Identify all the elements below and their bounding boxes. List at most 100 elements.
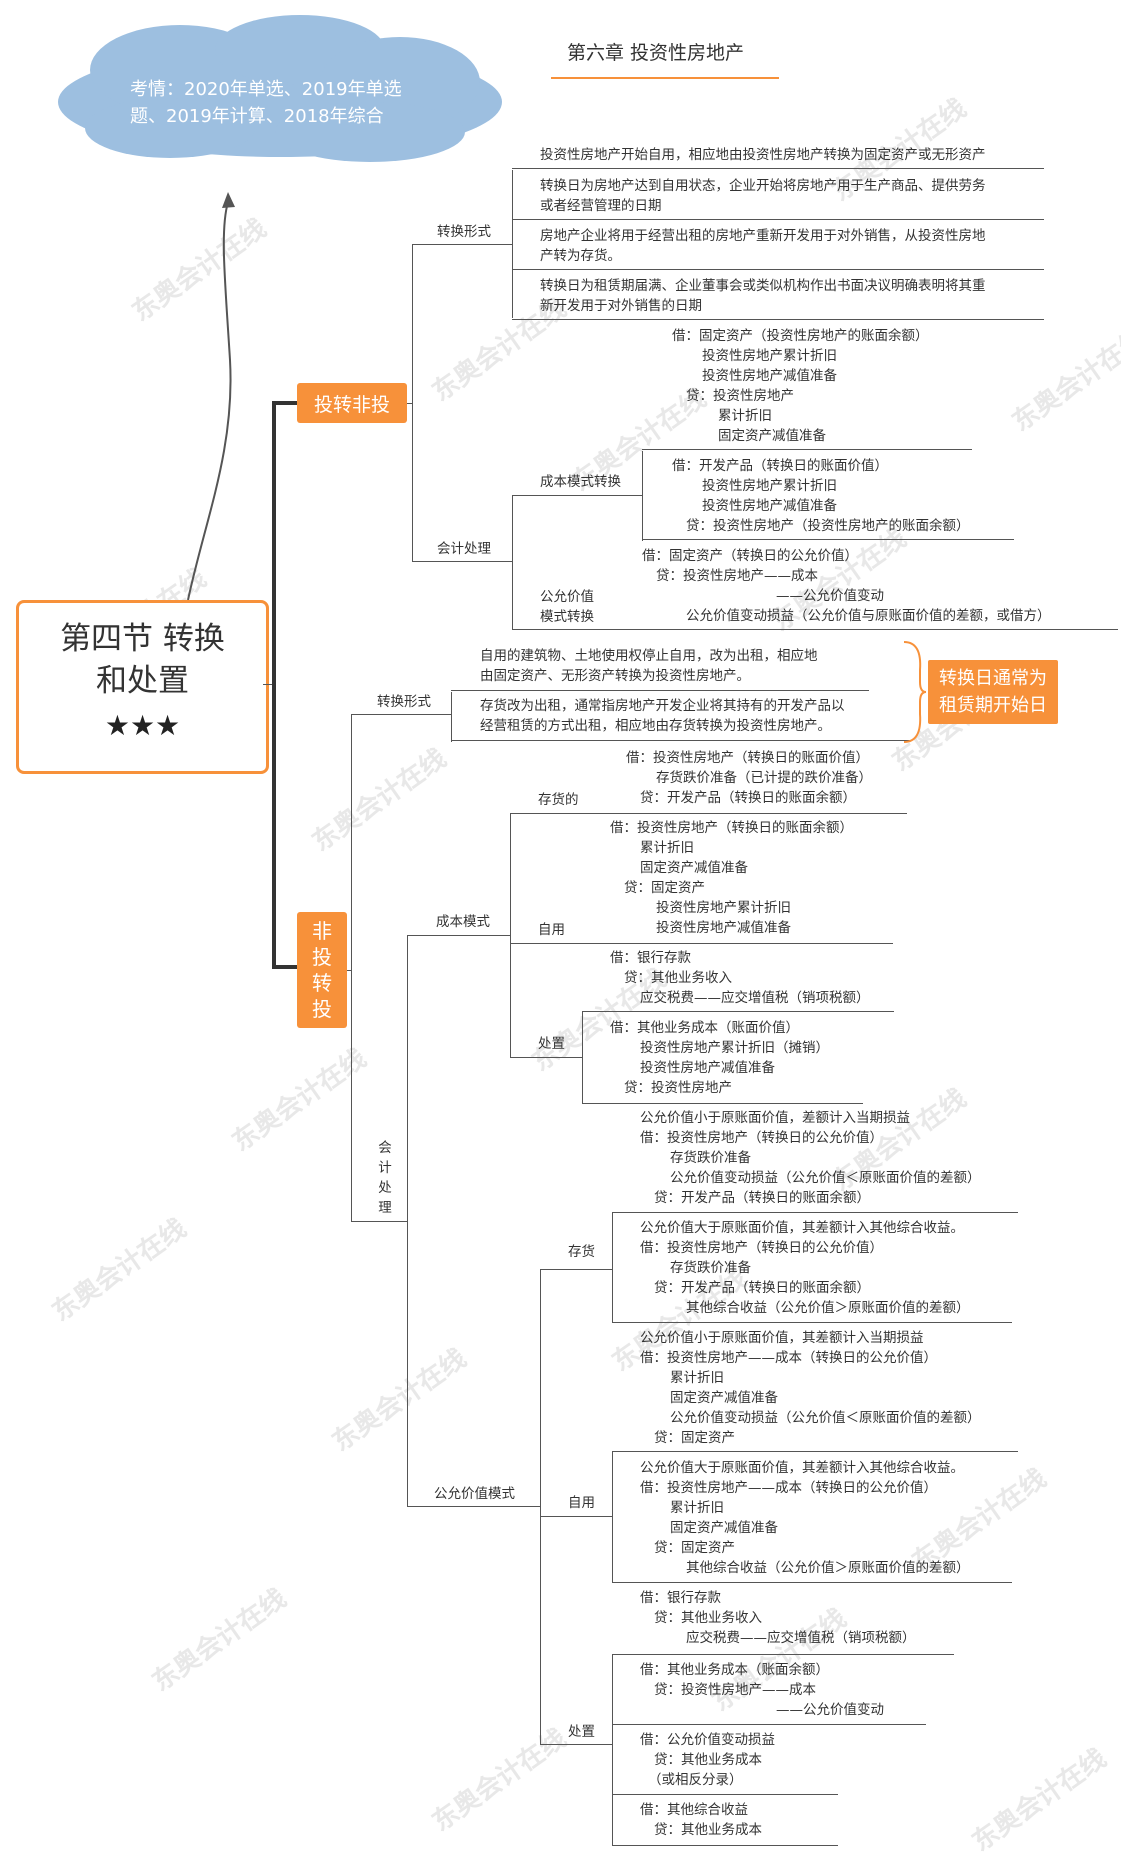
entry-line: 存货跌价准备 bbox=[670, 1260, 751, 1276]
entry-line: 借：固定资产（投资性房地产的账面余额） bbox=[672, 328, 929, 344]
entry-line: 公允价值大于原账面价值，其差额计入其他综合收益。 bbox=[640, 1460, 964, 1476]
entry-line: 公允价值变动损益（公允价值＜原账面价值的差额） bbox=[670, 1170, 981, 1186]
label-char: 理 bbox=[378, 1200, 392, 1216]
divider bbox=[582, 1103, 863, 1104]
divider bbox=[612, 1724, 926, 1725]
entry-line: 借：开发产品（转换日的账面价值） bbox=[672, 458, 888, 474]
entry-line: 借：其他业务成本（账面价值） bbox=[610, 1020, 799, 1036]
divider bbox=[512, 319, 1044, 320]
b2-form-item: 自用的建筑物、土地使用权停止自用，改为出租，相应地 bbox=[480, 648, 818, 664]
divider bbox=[612, 1582, 1012, 1583]
arrow-to-cloud bbox=[187, 192, 235, 601]
brace bbox=[903, 641, 927, 743]
divider bbox=[510, 943, 893, 944]
entry-line: 投资性房地产累计折旧 bbox=[702, 478, 837, 494]
entry-line: 固定资产减值准备 bbox=[670, 1520, 778, 1536]
entry-line: 贷：开发产品（转换日的账面余额） bbox=[640, 790, 856, 806]
note-conversion-date: 转换日通常为 租赁期开始日 bbox=[928, 660, 1058, 724]
note-line: 租赁期开始日 bbox=[939, 695, 1047, 716]
entry-line: 贷：投资性房地产——成本 bbox=[654, 1682, 816, 1698]
watermark-text: 东奥会计在线 bbox=[1006, 323, 1121, 438]
divider bbox=[612, 1845, 838, 1846]
b1-form-item-3b: 产转为存货。 bbox=[540, 248, 621, 264]
entry-line: 贷：固定资产 bbox=[654, 1540, 735, 1556]
entry-line: 投资性房地产减值准备 bbox=[702, 368, 837, 384]
connector bbox=[351, 714, 352, 1222]
b2-cost-inv-label: 存货的 bbox=[538, 792, 579, 808]
b1-acct-label: 会计处理 bbox=[437, 541, 491, 557]
b2-cost-self-label: 自用 bbox=[538, 922, 565, 938]
connector bbox=[612, 1655, 613, 1846]
entry-line: 贷：其他业务成本 bbox=[654, 1752, 762, 1768]
branch2-char: 转 bbox=[312, 971, 332, 995]
connector bbox=[612, 1213, 613, 1323]
b2-cost-disp-label: 处置 bbox=[538, 1036, 565, 1052]
connector bbox=[540, 1744, 612, 1745]
connector bbox=[512, 170, 513, 318]
connector bbox=[347, 970, 352, 971]
entry-line: 公允价值变动损益（公允价值＜原账面价值的差额） bbox=[670, 1410, 981, 1426]
b2-form-item: 经营租赁的方式出租，相应地由存货转换为投资性房地产。 bbox=[480, 718, 831, 734]
entry-line: 贷：固定资产 bbox=[654, 1430, 735, 1446]
spine-top bbox=[272, 401, 298, 405]
b1-fv-label-1: 公允价值 bbox=[540, 589, 594, 605]
page-title: 第六章 投资性房地产 bbox=[567, 42, 745, 64]
connector bbox=[407, 403, 413, 404]
connector bbox=[540, 1516, 612, 1517]
divider bbox=[512, 168, 1044, 169]
entry-line: 借：银行存款 bbox=[640, 1590, 721, 1606]
b2-fv-self-label: 自用 bbox=[568, 1495, 595, 1511]
watermark-text: 东奥会计在线 bbox=[46, 1213, 192, 1328]
root-connector bbox=[263, 684, 273, 685]
entry-line: 固定资产减值准备 bbox=[670, 1390, 778, 1406]
b1-form-item-4a: 转换日为租赁期届满、企业董事会或类似机构作出书面决议明确表明将其重 bbox=[540, 278, 986, 294]
watermark-text: 东奥会计在线 bbox=[966, 1743, 1112, 1858]
entry-line: （或相反分录） bbox=[648, 1772, 743, 1788]
entry-line: 贷：投资性房地产 bbox=[686, 388, 794, 404]
cloud-shape bbox=[58, 15, 502, 162]
entry-line: 公允价值变动损益（公允价值与原账面价值的差额，或借方） bbox=[686, 608, 1051, 624]
entry-line: 公允价值小于原账面价值，其差额计入当期损益 bbox=[640, 1330, 924, 1346]
b2-form-label: 转换形式 bbox=[377, 694, 431, 710]
divider bbox=[612, 1654, 954, 1655]
entry-line: 借：银行存款 bbox=[610, 950, 691, 966]
label-char: 处 bbox=[378, 1180, 392, 1196]
connector bbox=[512, 495, 513, 629]
b2-form-item: 由固定资产、无形资产转换为投资性房地产。 bbox=[480, 668, 750, 684]
b2-fv-disp-label: 处置 bbox=[568, 1724, 595, 1740]
title-underline bbox=[551, 77, 779, 79]
spine-bottom bbox=[272, 965, 298, 969]
entry-line: 贷：固定资产 bbox=[624, 880, 705, 896]
branch-tou-zhuan-fei-tou: 投转非投 bbox=[297, 383, 407, 423]
entry-line: 借：固定资产（转换日的公允价值） bbox=[642, 548, 858, 564]
connector bbox=[407, 935, 408, 1507]
entry-line: 贷：投资性房地产——成本 bbox=[656, 568, 818, 584]
entry-line: 投资性房地产累计折旧（摊销） bbox=[640, 1040, 829, 1056]
b1-form-item-2b: 或者经营管理的日期 bbox=[540, 198, 662, 214]
entry-line: 贷：开发产品（转换日的账面余额） bbox=[654, 1190, 870, 1206]
b1-fv-label-2: 模式转换 bbox=[540, 609, 594, 625]
entry-line: 借：投资性房地产（转换日的公允价值） bbox=[640, 1130, 883, 1146]
connector bbox=[540, 1269, 541, 1745]
b2-fv-inv-label: 存货 bbox=[568, 1244, 595, 1260]
entry-line: 投资性房地产减值准备 bbox=[702, 498, 837, 514]
connector bbox=[412, 403, 413, 561]
root-title-2: 和处置 bbox=[96, 663, 189, 699]
b2-form-item: 存货改为出租，通常指房地产开发企业将其持有的开发产品以 bbox=[480, 698, 845, 714]
divider bbox=[451, 690, 869, 691]
connector bbox=[642, 451, 643, 541]
root-spine bbox=[272, 401, 276, 968]
entry-line: 累计折旧 bbox=[670, 1370, 724, 1386]
connector bbox=[351, 1221, 407, 1222]
divider bbox=[510, 813, 907, 814]
entry-line: 固定资产减值准备 bbox=[718, 428, 826, 444]
root-title-1: 第四节 转换 bbox=[60, 621, 225, 657]
cloud-text-2: 题、2019年计算、2018年综合 bbox=[130, 106, 384, 127]
divider bbox=[582, 1011, 894, 1012]
watermark-text: 东奥会计在线 bbox=[426, 1723, 572, 1838]
entry-line: ——公允价值变动 bbox=[776, 588, 884, 604]
connector bbox=[451, 692, 452, 742]
connector bbox=[510, 814, 511, 1057]
entry-line: 其他综合收益（公允价值＞原账面价值的差额） bbox=[686, 1300, 970, 1316]
entry-line: 贷：其他业务收入 bbox=[624, 970, 732, 986]
